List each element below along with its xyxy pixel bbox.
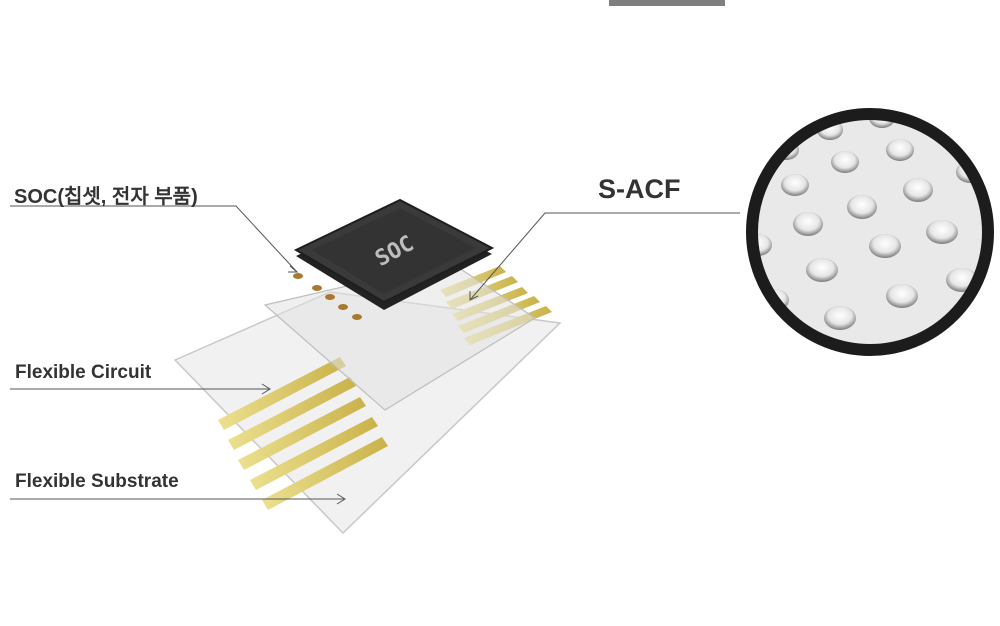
soc-label: SOC(칩셋, 전자 부품) (14, 186, 198, 208)
leader-lines (10, 205, 740, 505)
top-tab-bar (609, 0, 725, 6)
flexible-circuit-label: Flexible Circuit (15, 362, 152, 383)
s-acf-label: S-ACF (598, 174, 681, 204)
s-acf-magnified-view (746, 108, 994, 356)
soc-chip: SOC (293, 198, 495, 310)
flexible-circuit-traces (218, 357, 388, 510)
flexible-substrate-label: Flexible Substrate (15, 471, 179, 492)
chip-pins (293, 273, 362, 320)
